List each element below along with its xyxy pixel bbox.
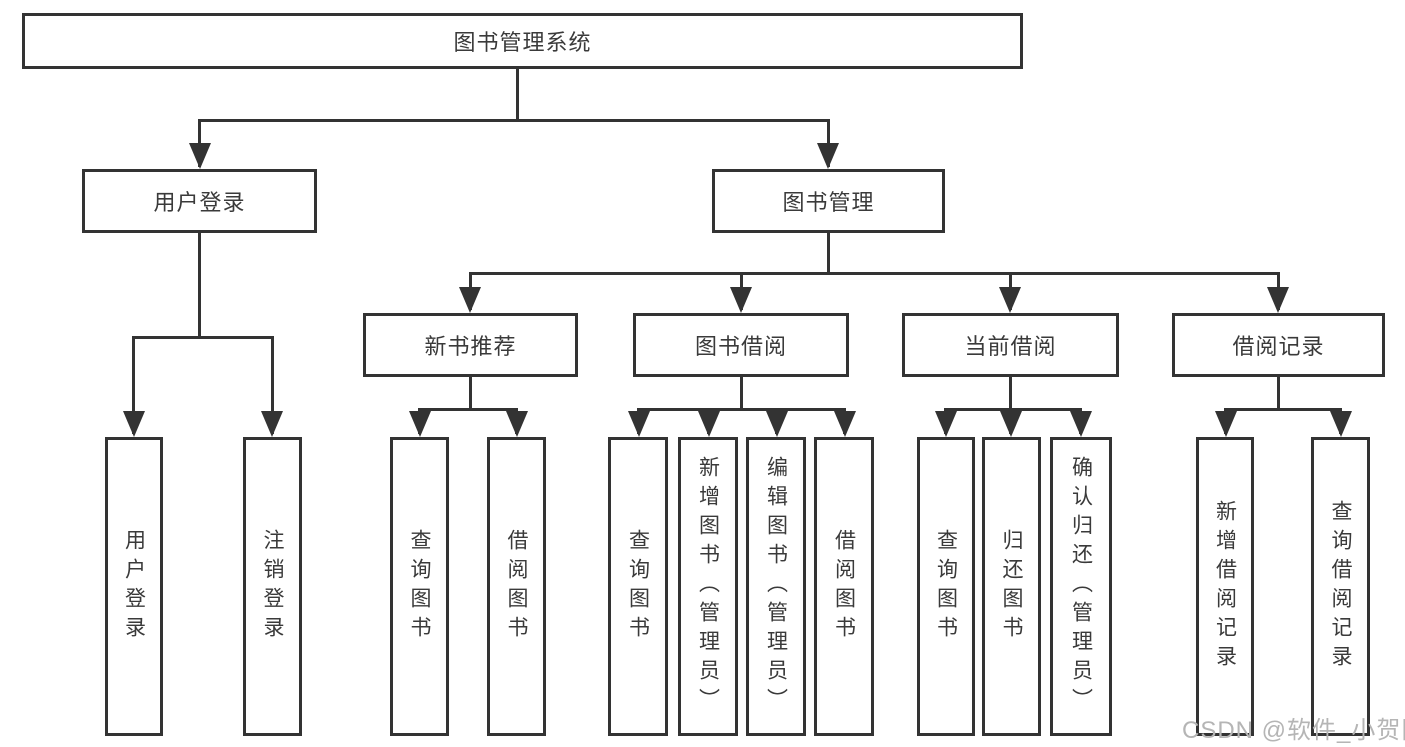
connector-stem bbox=[271, 336, 274, 434]
arrowhead-icon bbox=[459, 287, 481, 313]
leaf-query-books-recommend: 查询图书 bbox=[390, 437, 449, 736]
node-label: 查询图书 bbox=[626, 528, 650, 645]
leaf-add-books-admin: 新增图书（管理员） bbox=[678, 437, 738, 736]
node-label: 注销登录 bbox=[261, 528, 284, 645]
node-label: 借阅图书 bbox=[832, 528, 856, 645]
arrowhead-icon bbox=[1267, 287, 1289, 313]
connector-hline bbox=[637, 408, 846, 411]
node-book-borrowing: 图书借阅 bbox=[633, 313, 849, 377]
arrowhead-icon bbox=[1070, 411, 1092, 437]
node-label: 编辑图书（管理员） bbox=[764, 456, 788, 717]
arrowhead-icon bbox=[628, 411, 650, 437]
node-label: 新书推荐 bbox=[424, 334, 517, 359]
node-label: 查询图书 bbox=[934, 528, 958, 645]
connector-hline bbox=[132, 336, 274, 339]
connector-stem bbox=[1277, 377, 1280, 408]
connector-stem bbox=[740, 377, 743, 408]
leaf-logout: 注销登录 bbox=[243, 437, 302, 736]
arrowhead-icon bbox=[409, 411, 431, 437]
leaf-add-borrow-record: 新增借阅记录 bbox=[1196, 437, 1254, 736]
node-label: 图书借阅 bbox=[694, 334, 787, 359]
node-label: 图书管理 bbox=[782, 190, 875, 215]
node-label: 用户登录 bbox=[122, 528, 146, 645]
arrowhead-icon bbox=[766, 411, 788, 437]
node-borrowing-records: 借阅记录 bbox=[1172, 313, 1385, 377]
arrowhead-icon bbox=[817, 143, 839, 169]
node-user-login: 用户登录 bbox=[82, 169, 317, 233]
watermark: CSDN @软件_小贺同学 bbox=[1182, 717, 1405, 744]
node-label: 图书管理系统 bbox=[453, 30, 592, 55]
node-label: 借阅图书 bbox=[505, 528, 528, 645]
node-label: 新增图书（管理员） bbox=[696, 456, 720, 717]
arrowhead-icon bbox=[261, 411, 283, 437]
connector-root-hline bbox=[198, 119, 830, 122]
connector-hline bbox=[469, 272, 1280, 275]
leaf-query-books-borrowing: 查询图书 bbox=[608, 437, 668, 736]
connector-stem bbox=[198, 233, 201, 336]
node-label: 查询借阅记录 bbox=[1329, 499, 1352, 674]
leaf-query-books-current: 查询图书 bbox=[917, 437, 975, 736]
leaf-user-login: 用户登录 bbox=[105, 437, 163, 736]
connector-hline bbox=[418, 408, 518, 411]
arrowhead-icon bbox=[935, 411, 957, 437]
node-label: 新增借阅记录 bbox=[1213, 499, 1237, 674]
arrowhead-icon bbox=[1330, 411, 1352, 437]
connector-hline bbox=[1224, 408, 1342, 411]
node-label: 借阅记录 bbox=[1232, 334, 1325, 359]
arrowhead-icon bbox=[123, 411, 145, 437]
leaf-edit-books-admin: 编辑图书（管理员） bbox=[746, 437, 806, 736]
node-label: 用户登录 bbox=[153, 190, 246, 215]
arrowhead-icon bbox=[1000, 411, 1022, 437]
node-label: 确认归还（管理员） bbox=[1069, 456, 1093, 717]
node-current-borrowing: 当前借阅 bbox=[902, 313, 1119, 377]
node-label: 查询图书 bbox=[408, 528, 431, 645]
leaf-return-books: 归还图书 bbox=[982, 437, 1041, 736]
arrowhead-icon bbox=[189, 143, 211, 169]
leaf-borrow-books-recommend: 借阅图书 bbox=[487, 437, 546, 736]
leaf-query-borrow-record: 查询借阅记录 bbox=[1311, 437, 1370, 736]
node-label: 当前借阅 bbox=[964, 334, 1057, 359]
node-book-management: 图书管理 bbox=[712, 169, 945, 233]
node-new-book-recommend: 新书推荐 bbox=[363, 313, 578, 377]
arrowhead-icon bbox=[1215, 411, 1237, 437]
connector-hline bbox=[944, 408, 1082, 411]
connector-stem bbox=[469, 377, 472, 408]
connector-stem bbox=[1009, 377, 1012, 408]
arrowhead-icon bbox=[999, 287, 1021, 313]
arrowhead-icon bbox=[698, 411, 720, 437]
connector-stem bbox=[827, 233, 830, 272]
node-label: 归还图书 bbox=[1000, 528, 1023, 645]
connector-stem bbox=[132, 336, 135, 434]
connector-root-stem bbox=[516, 69, 519, 120]
leaf-borrow-books: 借阅图书 bbox=[814, 437, 874, 736]
arrowhead-icon bbox=[506, 411, 528, 437]
node-library-management-system: 图书管理系统 bbox=[22, 13, 1023, 69]
arrowhead-icon bbox=[834, 411, 856, 437]
leaf-confirm-return-admin: 确认归还（管理员） bbox=[1050, 437, 1112, 736]
arrowhead-icon bbox=[730, 287, 752, 313]
